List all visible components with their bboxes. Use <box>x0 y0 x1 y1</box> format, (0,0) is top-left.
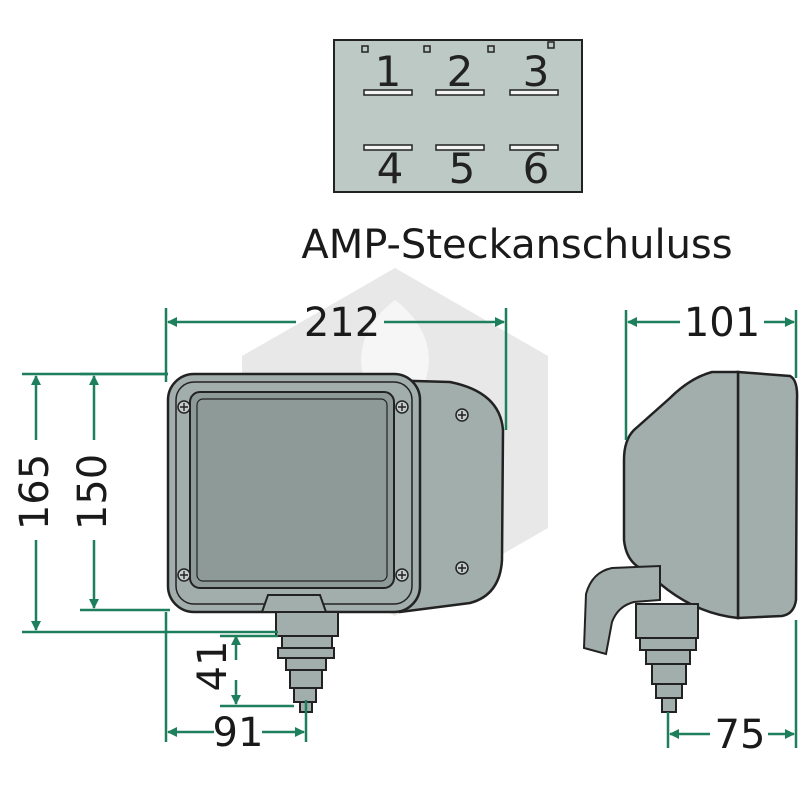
amp-connector-diagram: 1 2 3 4 5 6 <box>333 39 583 193</box>
pin-2-label: 2 <box>447 47 474 96</box>
dim-depth: 101 <box>684 300 760 346</box>
pin-4-label: 4 <box>377 144 404 193</box>
dimension-lines <box>22 308 798 748</box>
lamp-side-view <box>582 370 799 713</box>
lamp-front-view <box>166 372 505 713</box>
pin-3-label: 3 <box>523 47 550 96</box>
dim-height-outer: 165 <box>12 454 58 530</box>
pin-1-label: 1 <box>375 47 402 96</box>
dim-connector-from-left: 91 <box>213 710 264 756</box>
dim-depth-connector: 75 <box>715 712 766 758</box>
pin-6-label: 6 <box>523 144 550 193</box>
pin-5-label: 5 <box>449 144 476 193</box>
dim-connector-offset: 41 <box>190 641 236 692</box>
dim-height-inner: 150 <box>70 454 116 530</box>
dim-width-front: 212 <box>304 300 380 346</box>
connector-caption: AMP-Steckanschuluss <box>301 222 732 268</box>
